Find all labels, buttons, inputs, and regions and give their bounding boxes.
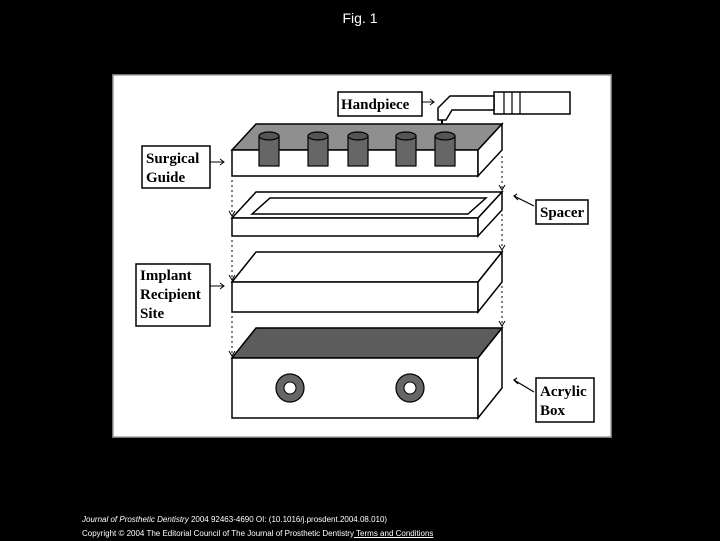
surgical-guide-label-box xyxy=(141,145,211,189)
citation-details: 2004 92463-4690 OI: (10.1016/j.prosdent.… xyxy=(188,515,388,524)
figure-title: Fig. 1 xyxy=(342,10,378,26)
implant-cylinders xyxy=(258,131,456,167)
copyright-text: Copyright © 2004 The Editorial Council o… xyxy=(82,529,354,538)
implant-recipient-site-block xyxy=(230,249,504,315)
implant-site-label-line2: Recipient xyxy=(140,287,201,303)
surgical-guide-label-line1: Surgical xyxy=(146,151,199,167)
citation-line: Journal of Prosthetic Dentistry 2004 924… xyxy=(82,513,433,527)
spacer-block xyxy=(230,190,504,238)
acrylic-box-label-line1: Acrylic xyxy=(540,384,587,400)
spacer-label: Spacer xyxy=(540,205,585,221)
copyright-line: Copyright © 2004 The Editorial Council o… xyxy=(82,527,433,541)
spacer-label-box xyxy=(535,199,589,225)
acrylic-box-block xyxy=(230,325,504,421)
citation-footer: Journal of Prosthetic Dentistry 2004 924… xyxy=(82,513,433,541)
terms-link[interactable]: Terms and Conditions xyxy=(353,529,434,538)
handpiece-label-box xyxy=(337,91,423,117)
implant-site-label-line3: Site xyxy=(140,306,165,322)
acrylic-box-label-box xyxy=(535,377,595,423)
acrylic-box-openings xyxy=(275,373,425,403)
handpiece-label: Handpiece xyxy=(341,97,410,113)
implant-site-label-box xyxy=(135,263,211,327)
exploded-assembly-diagram: Handpiece Surgical Guide Spacer Implant … xyxy=(112,74,612,438)
journal-name: Journal of Prosthetic Dentistry xyxy=(82,515,189,524)
alignment-arrowheads xyxy=(228,184,506,357)
acrylic-box-label-line2: Box xyxy=(540,403,566,419)
implant-site-label-line1: Implant xyxy=(140,268,192,284)
surgical-guide-label-line2: Guide xyxy=(146,170,186,186)
alignment-guides xyxy=(231,156,503,354)
